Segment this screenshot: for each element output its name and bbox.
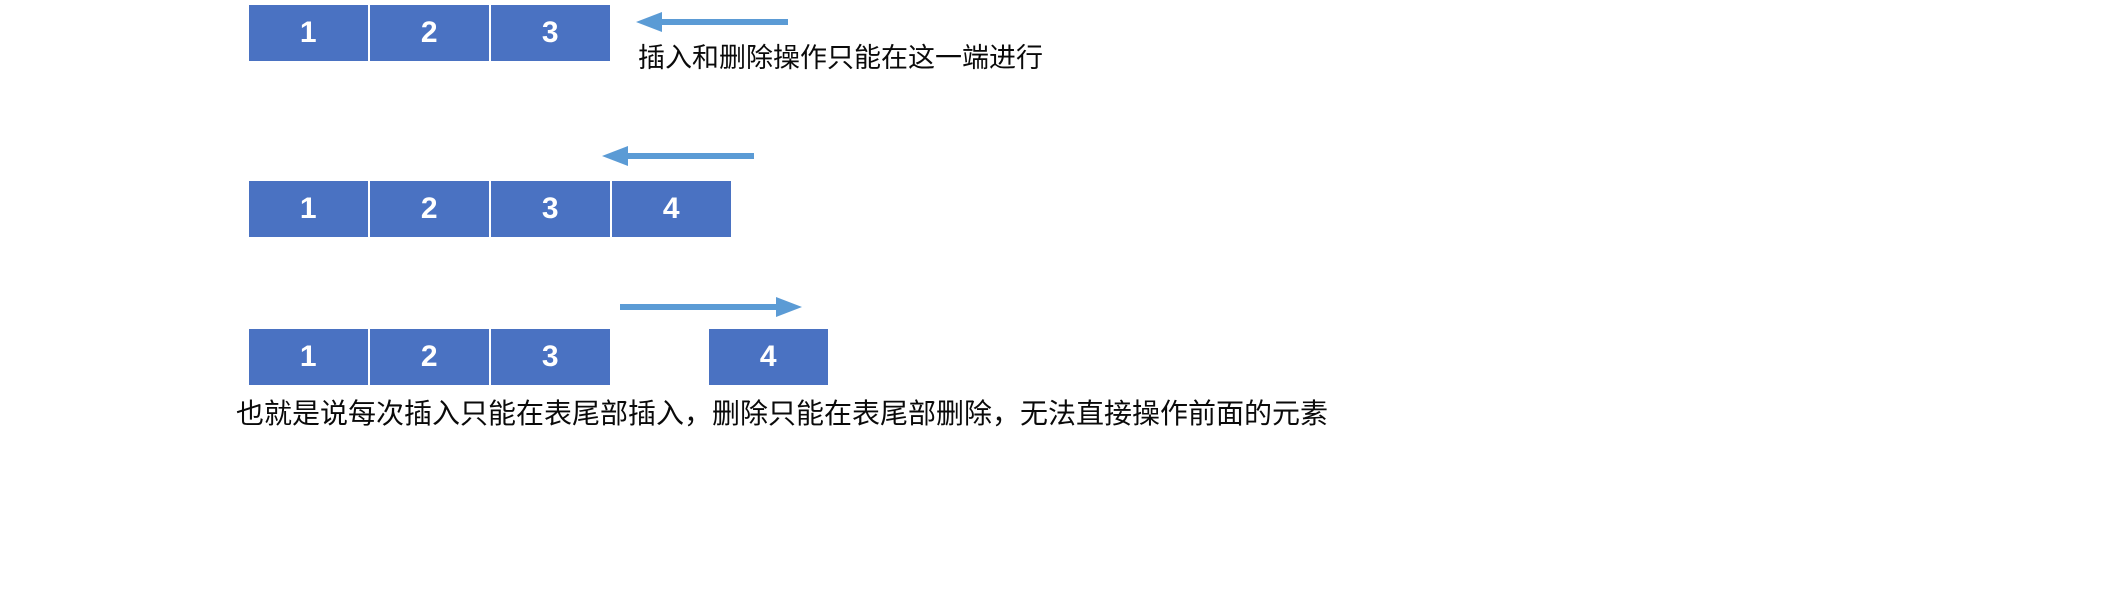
- stack-cell: 3: [490, 180, 611, 238]
- arrow-right-bottom: [620, 297, 802, 319]
- stack-row-initial: 1 2 3: [248, 4, 611, 62]
- stack-cell: 1: [248, 4, 369, 62]
- stack-cell: 2: [369, 328, 490, 386]
- stack-cell: 3: [490, 4, 611, 62]
- arrow-left-middle: [602, 146, 754, 168]
- stack-cell: 1: [248, 328, 369, 386]
- stack-row-after-pop: 1 2 3 4: [248, 328, 829, 386]
- stack-cell: 2: [369, 4, 490, 62]
- stack-row-after-push: 1 2 3 4: [248, 180, 732, 238]
- stack-cell: 1: [248, 180, 369, 238]
- caption-top: 插入和删除操作只能在这一端进行: [638, 43, 1043, 74]
- stack-cell-removed: 4: [708, 328, 829, 386]
- arrow-left-top: [636, 12, 788, 34]
- stack-cell: 4: [611, 180, 732, 238]
- caption-bottom: 也就是说每次插入只能在表尾部插入，删除只能在表尾部删除，无法直接操作前面的元素: [236, 397, 1329, 430]
- stack-cell: 3: [490, 328, 611, 386]
- stack-cell: 2: [369, 180, 490, 238]
- stack-gap: [611, 328, 708, 386]
